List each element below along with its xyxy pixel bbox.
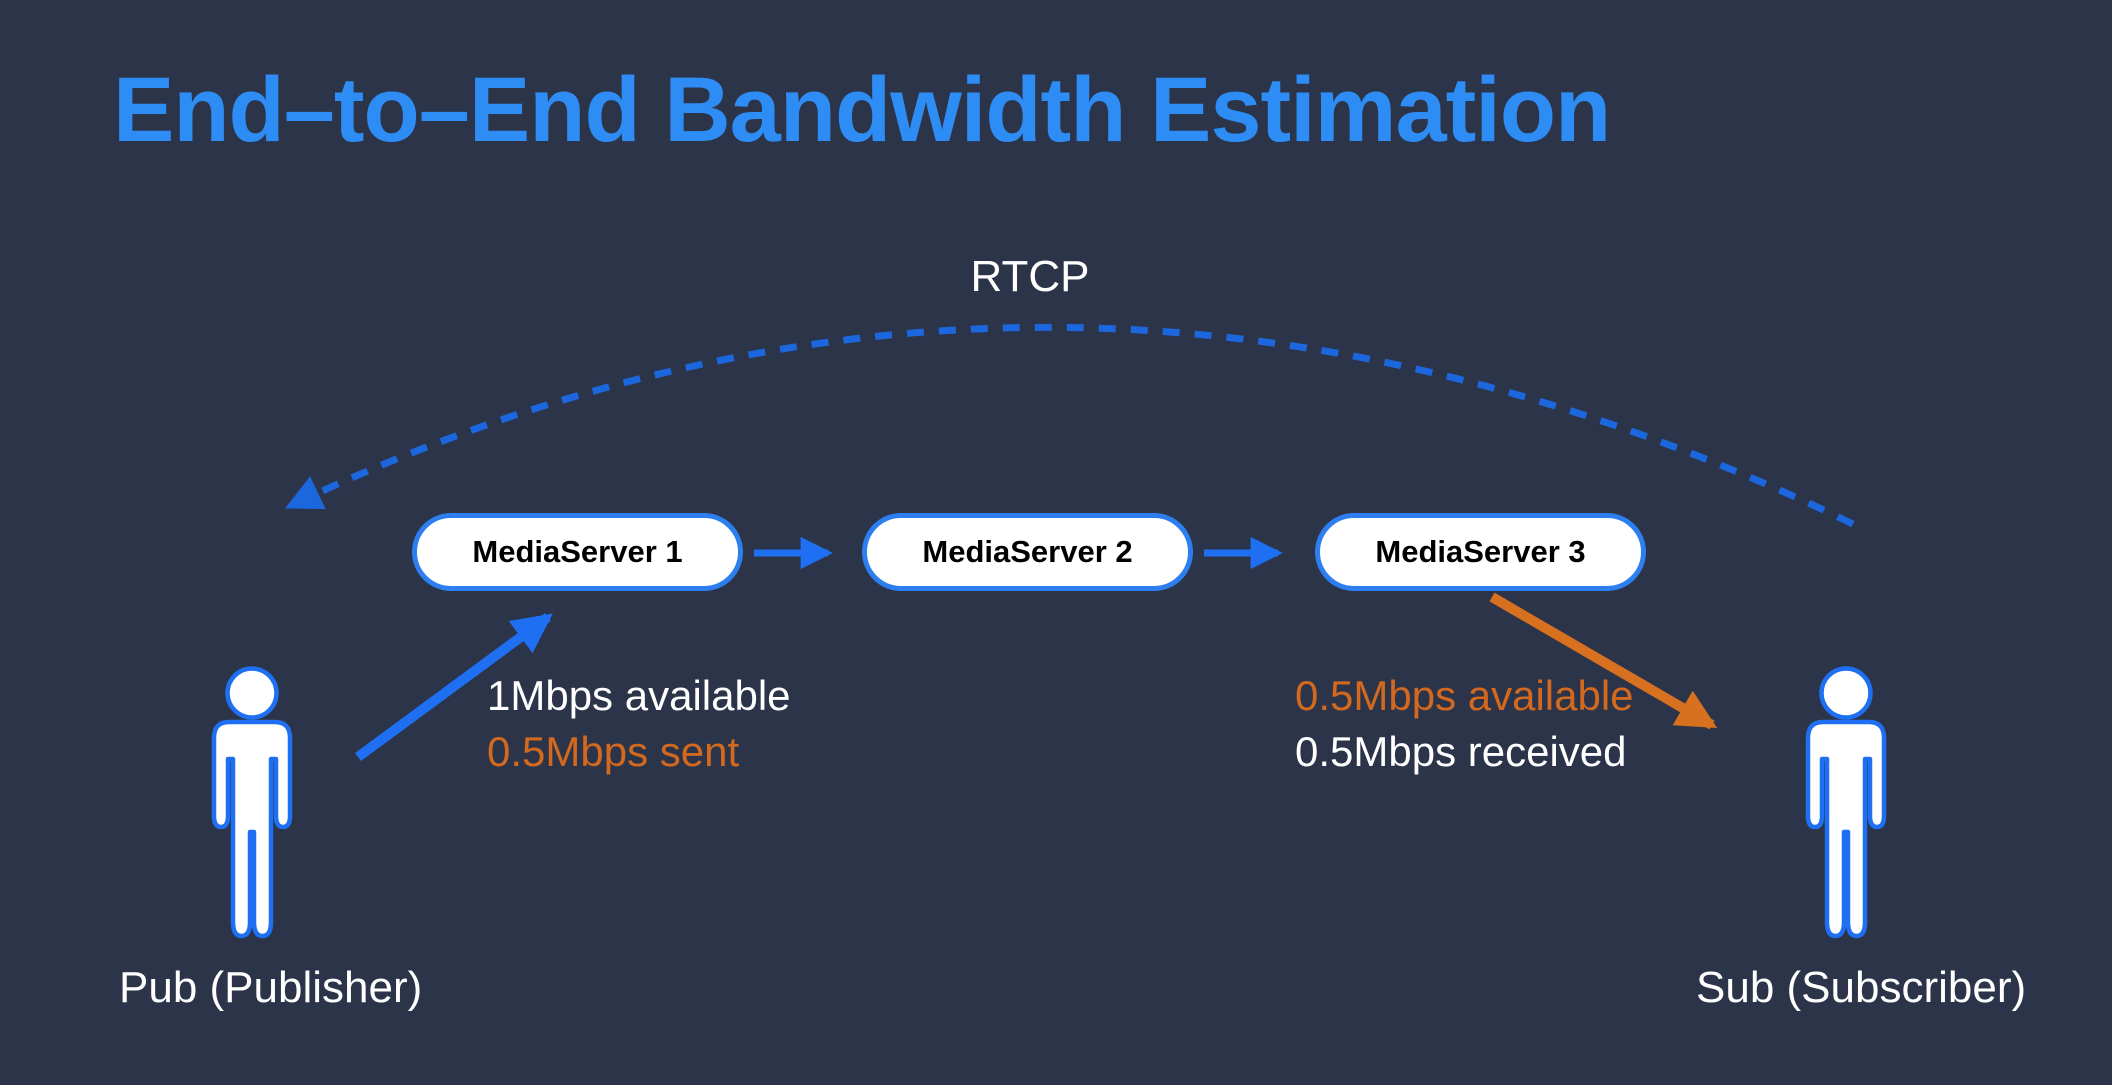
sub-available-label: 0.5Mbps available [1295,672,1634,719]
sub-received-label: 0.5Mbps received [1295,728,1627,775]
rtcp-dashed-arrow [285,323,1855,528]
publisher-label: Pub (Publisher) [119,963,423,1012]
page-title: End–to–End Bandwidth Estimation [113,59,1611,161]
server-box-1-label: MediaServer 1 [472,534,683,569]
server-box-3: MediaServer 3 [1315,513,1646,591]
server-box-2-label: MediaServer 2 [922,534,1133,569]
server-box-2: MediaServer 2 [862,513,1193,591]
arrow-pub-to-ms1 [355,612,553,762]
server-box-1: MediaServer 1 [412,513,743,591]
subscriber-person-icon [1805,666,1887,939]
arrow-ms3-to-sub [1489,592,1718,730]
subscriber-label: Sub (Subscriber) [1696,963,2027,1012]
pub-available-label: 1Mbps available [487,672,791,719]
pub-sent-label: 0.5Mbps sent [487,728,740,775]
rtcp-label: RTCP [970,252,1090,301]
server-box-3-label: MediaServer 3 [1375,534,1586,569]
publisher-person-icon [211,666,293,939]
